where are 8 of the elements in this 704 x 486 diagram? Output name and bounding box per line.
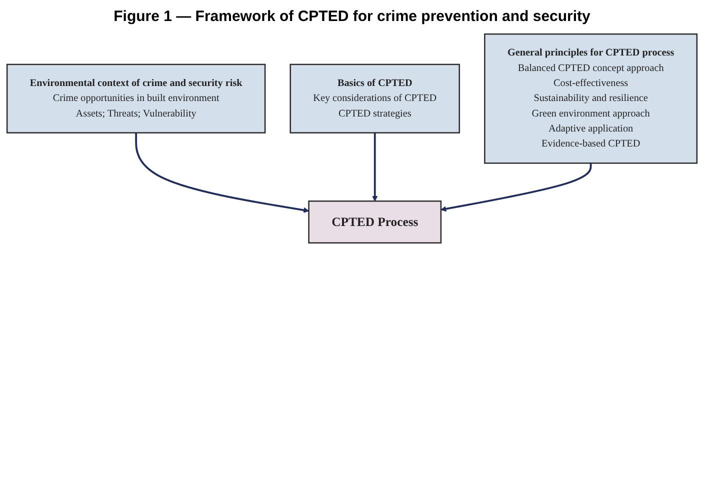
node-box: CPTED Process [308, 200, 442, 244]
figure-title: Figure 1 — Framework of CPTED for crime prevention and security [114, 8, 590, 25]
arrow [372, 132, 378, 202]
node-box: Basics of CPTED Key considerations of CPTED CPTED strategies [290, 64, 460, 134]
arrow [135, 132, 310, 213]
node-box: General principles for CPTED process Balanced CPTED concept approach Cost-effectiveness Sustainability and resilience Green environment approach Adaptive application Evidence-based CPTED [484, 33, 698, 164]
node-box: Environmental context of crime and security risk Crime opportunities in built environment Assets; Threats; Vulnerability [6, 64, 266, 134]
arrow [440, 163, 592, 212]
